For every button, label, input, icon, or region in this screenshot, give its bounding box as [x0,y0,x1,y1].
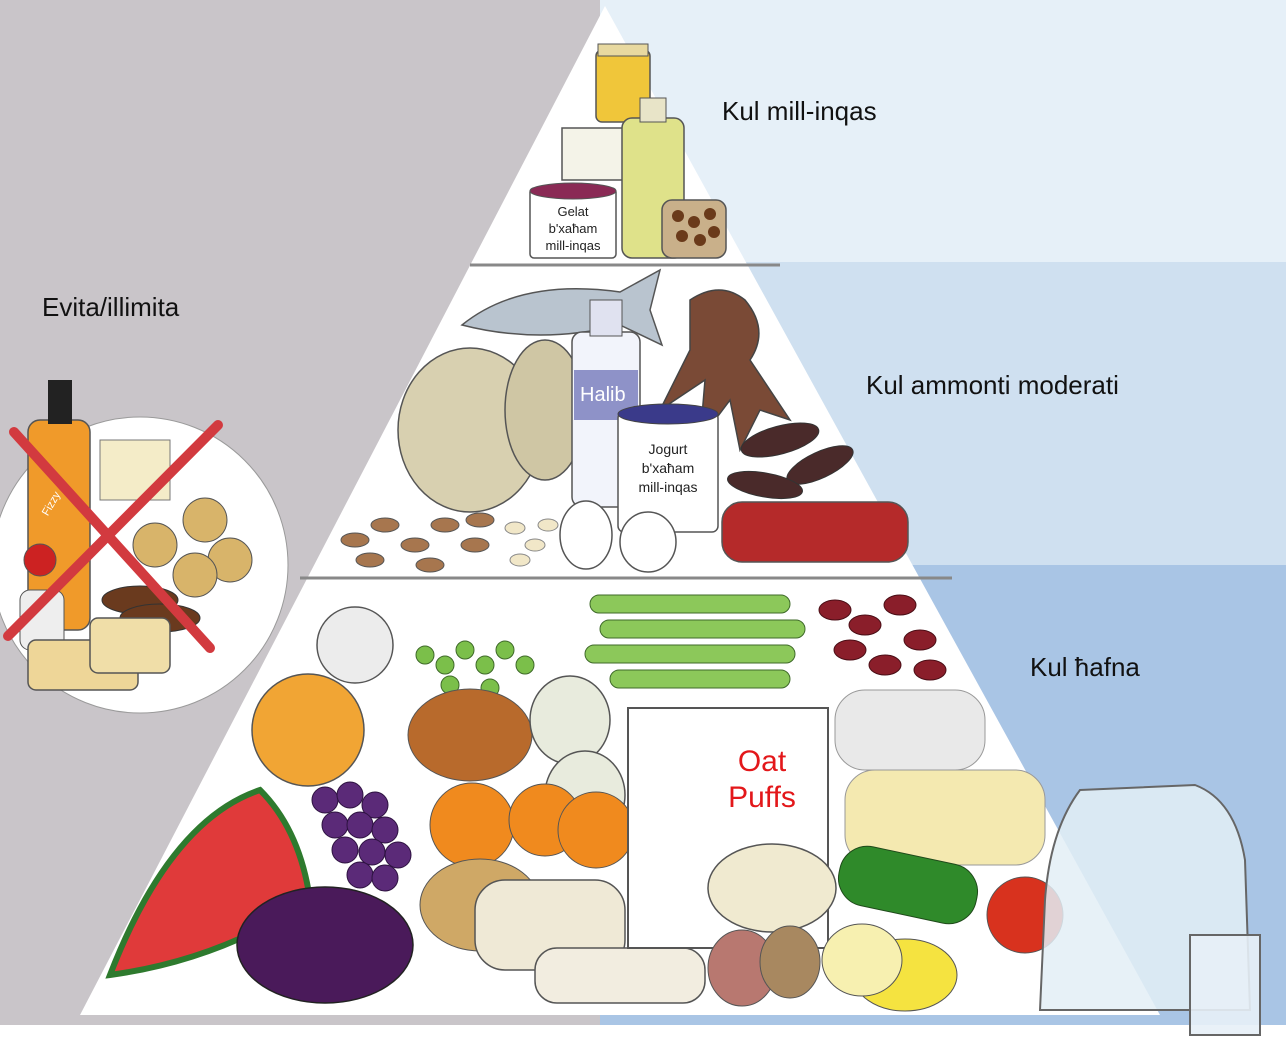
yogurt-label: Jogurt b'xaħam mill-inqas [626,440,710,497]
rice-pile-icon [835,690,985,770]
water-glass-icon [1190,935,1260,1035]
yogurt-label-line-1: Jogurt [626,440,710,459]
background-bottom-strip [0,1025,1286,1046]
beef-steak-icon [722,502,908,562]
garlic-icon [317,607,393,683]
yogurt-label-line-3: mill-inqas [626,478,710,497]
lentils-icon [408,689,532,781]
milk-label: Halib [580,384,626,407]
ice-cream-label-line-2: b'xaħam [540,220,606,237]
cereal-label-line-1: Oat [712,744,812,780]
fries-icon [100,440,170,500]
ice-cream-label-line-1: Gelat [540,203,606,220]
orange-fruit-icon [252,674,364,786]
cereal-label: Oat Puffs [712,744,812,816]
cereal-bowl-icon [708,844,836,932]
egg-icon [560,501,612,569]
yogurt-label-line-2: b'xaħam [626,459,710,478]
tier-label-moderate: Kul ammonti moderati [866,370,1119,401]
turnip-icon [530,676,610,764]
ice-cream-label: Gelat b'xaħam mill-inqas [540,203,606,254]
ice-cream-label-line-3: mill-inqas [540,237,606,254]
salt-shaker-icon [24,544,56,576]
tier-label-least: Kul mill-inqas [722,96,877,127]
eggplant-icon [237,887,413,1003]
avoid-label: Evita/illimita [42,292,179,323]
cereal-label-line-2: Puffs [712,780,812,816]
tier-label-most: Kul ħafna [1030,652,1140,683]
